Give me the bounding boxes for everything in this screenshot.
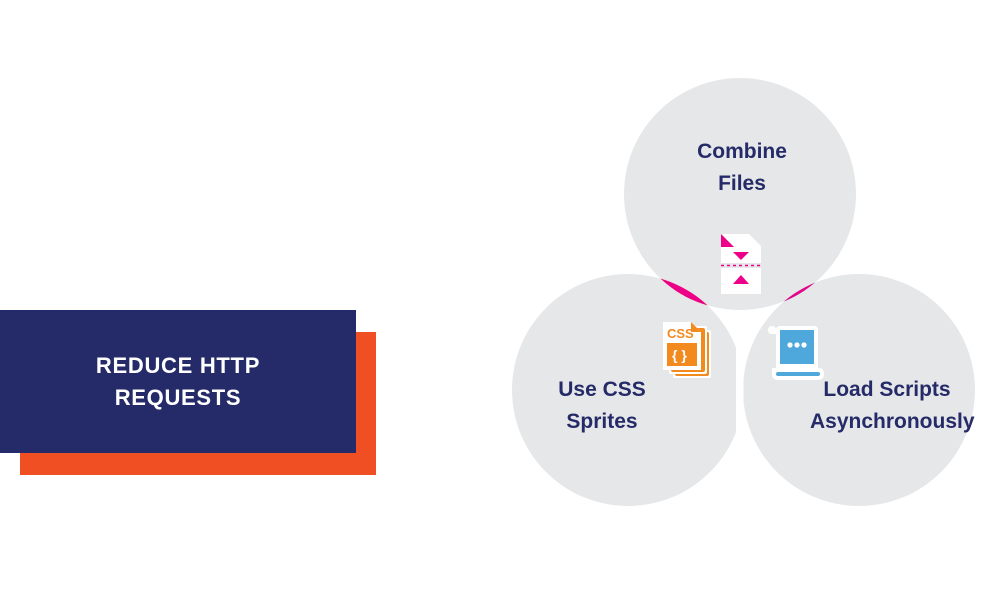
venn-label-load-scripts: Load Scripts Asynchronously [810, 378, 975, 433]
venn-diagram: CSS { } Combine Files Use CSS Sprites Lo… [500, 60, 1004, 530]
merge-documents-icon [721, 234, 761, 294]
script-scroll-icon [768, 326, 824, 380]
venn-diagram-graphic: CSS { } [512, 78, 975, 530]
css-file-icon-label: CSS [667, 326, 694, 341]
center-white-gap [736, 312, 744, 530]
circle-combine-files [624, 78, 856, 310]
title-block: REDUCE HTTP REQUESTS [0, 310, 376, 475]
page-title: REDUCE HTTP REQUESTS [95, 352, 261, 410]
css-file-icon-braces: { } [672, 347, 687, 363]
css-file-icon: CSS { } [663, 322, 711, 378]
venn-label-combine-files: Combine Files [697, 140, 787, 195]
venn-label-use-css-sprites: Use CSS Sprites [558, 378, 646, 433]
title-card: REDUCE HTTP REQUESTS [0, 310, 356, 453]
